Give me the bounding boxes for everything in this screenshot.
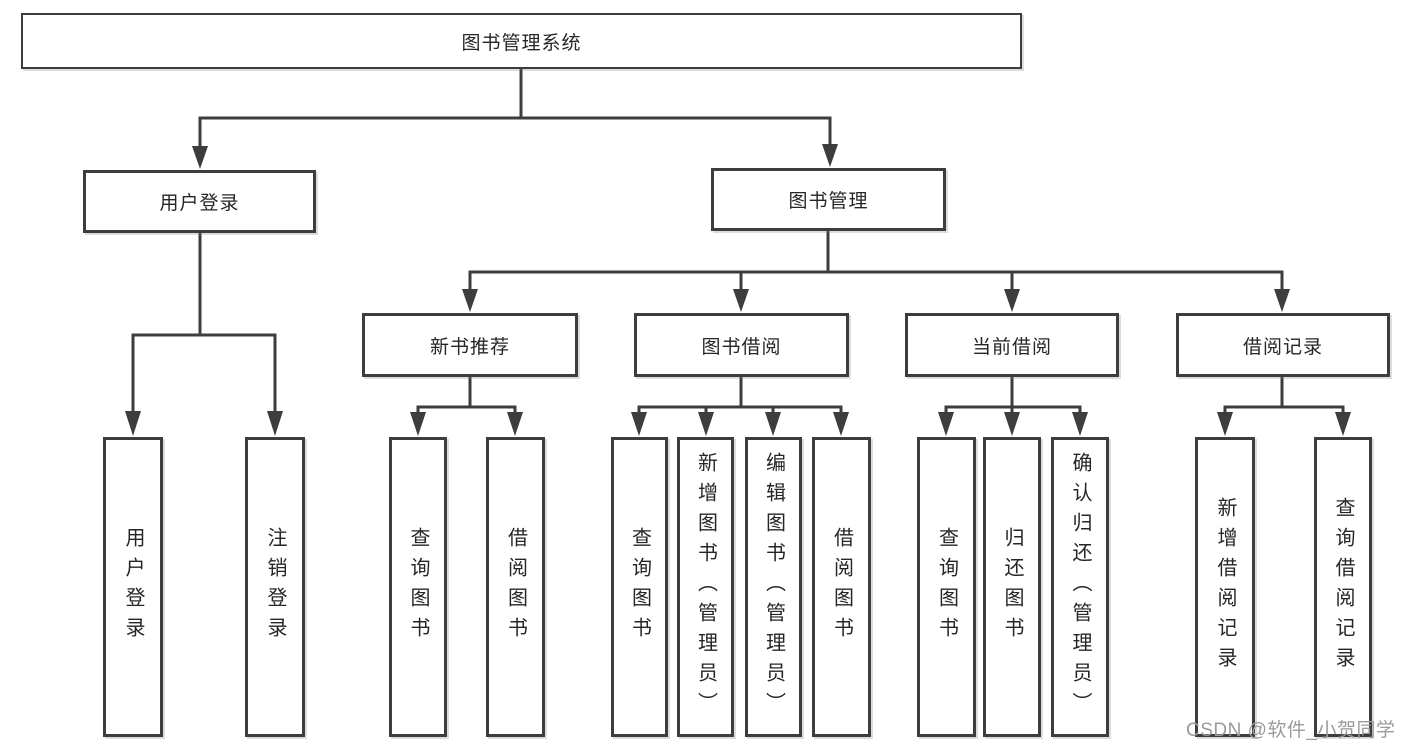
arrow-down-icon xyxy=(1274,289,1290,312)
node-label: 注销登录 xyxy=(264,527,286,647)
leaf-edit-books-admin: 编辑图书（管理员） xyxy=(745,437,802,737)
connector-records xyxy=(1217,377,1351,436)
arrow-down-icon xyxy=(1072,412,1088,436)
node-label: 用户登录 xyxy=(122,527,144,647)
connector-user-login xyxy=(125,233,283,436)
arrow-down-icon xyxy=(507,412,523,436)
arrow-down-icon xyxy=(462,289,478,312)
node-label: 查询图书 xyxy=(935,527,958,647)
node-label: 借阅图书 xyxy=(830,527,853,647)
node-label: 归还图书 xyxy=(1001,527,1023,647)
arrow-down-icon xyxy=(410,412,426,436)
csdn-watermark: CSDN @软件_小贺同学 xyxy=(1186,720,1396,741)
arrow-down-icon xyxy=(833,412,849,436)
leaf-add-books-admin: 新增图书（管理员） xyxy=(677,437,734,737)
connector-new-rec xyxy=(410,377,523,436)
leaf-logout: 注销登录 xyxy=(245,437,305,737)
arrow-down-icon xyxy=(1004,289,1020,312)
node-label: 图书借阅 xyxy=(701,336,782,358)
node-label: 借阅记录 xyxy=(1242,336,1323,358)
arrow-down-icon xyxy=(1004,412,1020,436)
node-label: 新增借阅记录 xyxy=(1214,497,1236,677)
arrow-down-icon xyxy=(733,289,749,312)
node-label: 新书推荐 xyxy=(429,336,510,358)
node-library-system: 图书管理系统 xyxy=(21,13,1022,69)
node-current-borrowing: 当前借阅 xyxy=(905,313,1119,377)
arrow-down-icon xyxy=(698,412,714,436)
node-book-management: 图书管理 xyxy=(711,168,946,231)
connector-cur-borrow xyxy=(938,377,1088,436)
arrow-down-icon xyxy=(765,412,781,436)
arrow-down-icon xyxy=(822,144,838,167)
connector-root xyxy=(192,69,838,169)
leaf-return-books: 归还图书 xyxy=(983,437,1041,737)
leaf-query-books-current: 查询图书 xyxy=(917,437,976,737)
leaf-query-borrow-record: 查询借阅记录 xyxy=(1314,437,1372,737)
node-label: 查询图书 xyxy=(628,527,651,647)
node-label: 用户登录 xyxy=(159,193,240,214)
node-label: 图书管理系统 xyxy=(461,32,582,54)
arrow-down-icon xyxy=(1335,412,1351,436)
node-label: 查询借阅记录 xyxy=(1332,497,1354,677)
leaf-user-login: 用户登录 xyxy=(103,437,163,737)
node-label: 图书管理 xyxy=(788,191,869,212)
node-label: 借阅图书 xyxy=(504,527,527,647)
node-borrowing-records: 借阅记录 xyxy=(1176,313,1390,377)
node-label: 当前借阅 xyxy=(971,336,1052,358)
arrow-down-icon xyxy=(938,412,954,436)
leaf-confirm-return-admin: 确认归还（管理员） xyxy=(1051,437,1109,737)
arrow-down-icon xyxy=(192,146,208,169)
leaf-query-books-borrowing: 查询图书 xyxy=(611,437,668,737)
connector-book-mgmt xyxy=(462,231,1290,312)
arrow-down-icon xyxy=(631,412,647,436)
node-label: 新增图书（管理员） xyxy=(694,452,717,722)
node-label: 编辑图书（管理员） xyxy=(762,452,785,722)
node-book-borrowing: 图书借阅 xyxy=(634,313,849,377)
arrow-down-icon xyxy=(267,411,283,436)
node-user-login: 用户登录 xyxy=(83,170,316,233)
leaf-add-borrow-record: 新增借阅记录 xyxy=(1195,437,1255,737)
leaf-borrow-books-recommend: 借阅图书 xyxy=(486,437,545,737)
connector-book-borrow xyxy=(631,377,849,436)
arrow-down-icon xyxy=(1217,412,1233,436)
node-label: 确认归还（管理员） xyxy=(1069,452,1091,722)
arrow-down-icon xyxy=(125,411,141,436)
node-new-book-recommend: 新书推荐 xyxy=(362,313,578,377)
leaf-borrow-books-borrowing: 借阅图书 xyxy=(812,437,871,737)
node-label: 查询图书 xyxy=(407,527,429,647)
leaf-query-books-recommend: 查询图书 xyxy=(389,437,447,737)
